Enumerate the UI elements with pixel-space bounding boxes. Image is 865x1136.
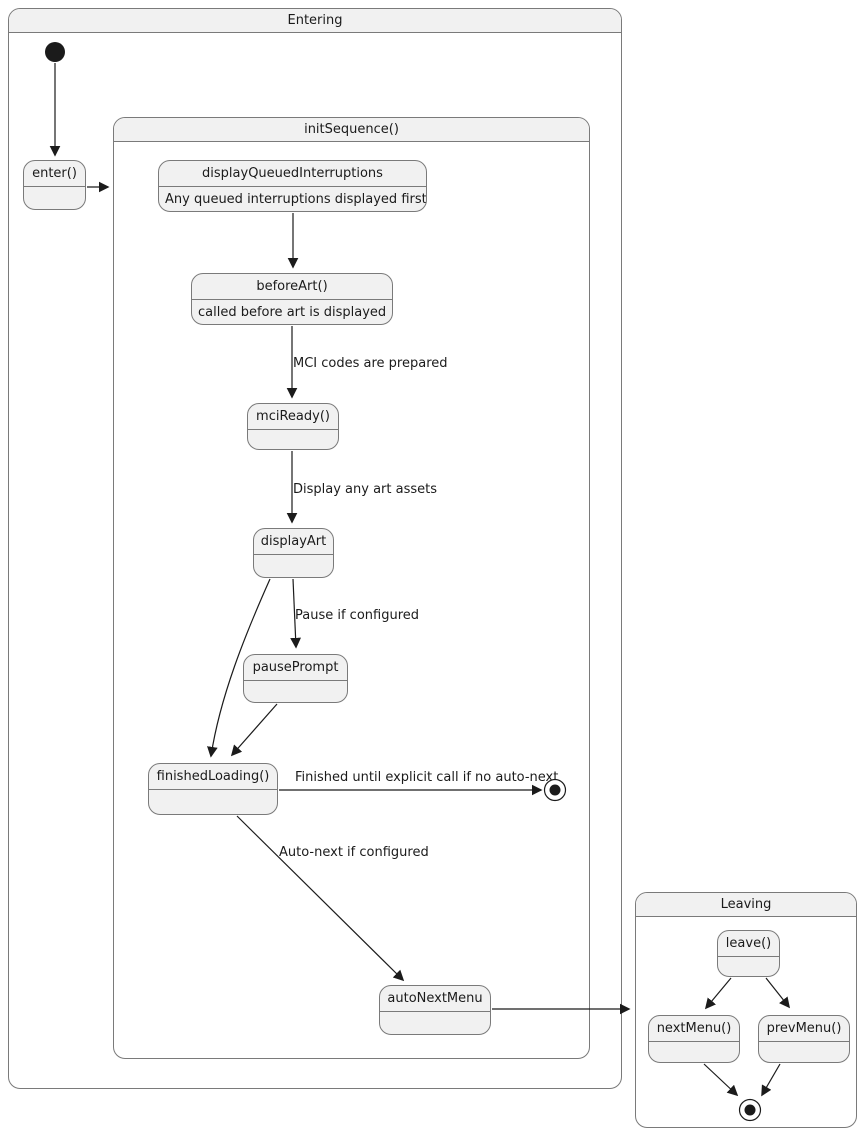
state-next-menu-body (649, 1042, 739, 1062)
edge-label-finished-until: Finished until explicit call if no auto-… (295, 770, 559, 785)
state-enter: enter() (23, 160, 86, 210)
state-mci-ready-label: mciReady() (248, 404, 338, 430)
state-display-art-body (254, 555, 333, 577)
state-enter-body (24, 187, 85, 209)
state-next-menu-label: nextMenu() (649, 1016, 739, 1042)
state-finished-loading-body (149, 790, 277, 814)
edge-label-pause-if-configured: Pause if configured (295, 608, 420, 623)
composite-state-leaving-title: Leaving (636, 893, 856, 917)
state-display-queued-interruptions: displayQueuedInterruptions Any queued in… (158, 160, 427, 212)
state-leave-body (718, 957, 779, 976)
state-mci-ready: mciReady() (247, 403, 339, 450)
composite-state-init-sequence-title: initSequence() (114, 118, 589, 142)
composite-state-entering: Entering (8, 8, 622, 1089)
edge-label-auto-next: Auto-next if configured (279, 845, 429, 860)
state-finished-loading-label: finishedLoading() (149, 764, 277, 790)
state-before-art-description: called before art is displayed (198, 304, 387, 320)
state-prev-menu-label: prevMenu() (759, 1016, 849, 1042)
state-pause-prompt-label: pausePrompt (244, 655, 347, 681)
state-next-menu: nextMenu() (648, 1015, 740, 1063)
state-display-queued-interruptions-description: Any queued interruptions displayed first (165, 191, 427, 207)
composite-state-init-sequence: initSequence() (113, 117, 590, 1059)
state-pause-prompt: pausePrompt (243, 654, 348, 703)
composite-state-leaving: Leaving (635, 892, 857, 1128)
state-enter-label: enter() (24, 161, 85, 187)
state-mci-ready-body (248, 430, 338, 449)
state-auto-next-menu: autoNextMenu (379, 985, 491, 1035)
state-leave-label: leave() (718, 931, 779, 957)
state-finished-loading: finishedLoading() (148, 763, 278, 815)
composite-state-entering-title: Entering (9, 9, 621, 33)
state-auto-next-menu-body (380, 1012, 490, 1034)
state-prev-menu: prevMenu() (758, 1015, 850, 1063)
state-before-art-label: beforeArt() (192, 274, 392, 300)
edge-label-display-assets: Display any art assets (293, 482, 438, 497)
state-auto-next-menu-label: autoNextMenu (380, 986, 490, 1012)
state-display-art-label: displayArt (254, 529, 333, 555)
edge-label-mci-codes: MCI codes are prepared (293, 356, 448, 371)
state-before-art: beforeArt() called before art is display… (191, 273, 393, 325)
state-prev-menu-body (759, 1042, 849, 1062)
state-display-art: displayArt (253, 528, 334, 578)
state-pause-prompt-body (244, 681, 347, 702)
state-display-queued-interruptions-label: displayQueuedInterruptions (159, 161, 426, 187)
state-leave: leave() (717, 930, 780, 977)
